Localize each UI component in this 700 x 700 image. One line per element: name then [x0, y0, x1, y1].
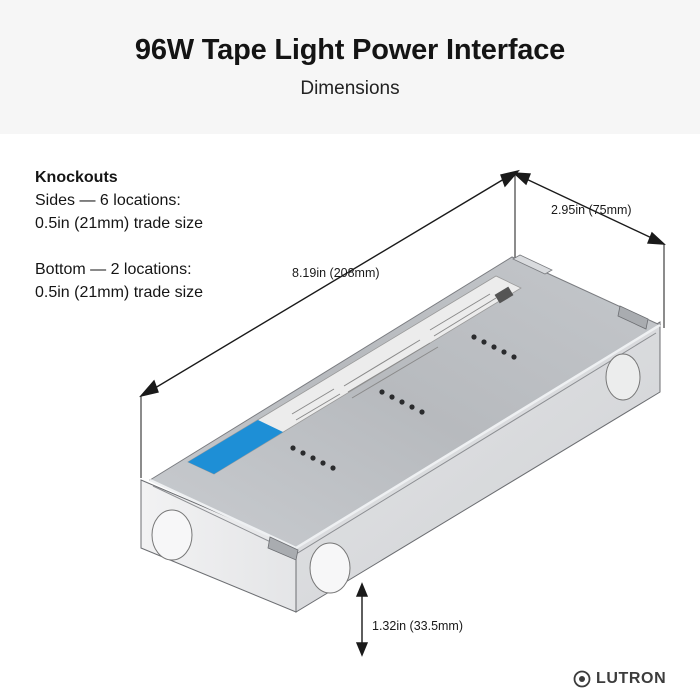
height-dimension-label: 1.32in (33.5mm)	[372, 619, 464, 633]
knockouts-sides-line1: Sides — 6 locations:	[35, 192, 181, 209]
length-dimension-label: 8.19in (208mm)	[292, 266, 380, 280]
length-dimension-line	[139, 169, 520, 478]
height-dimension-line	[355, 582, 369, 657]
width-dimension-line	[512, 172, 666, 328]
enclosure-body	[140, 254, 662, 613]
label-blue-band	[188, 420, 283, 474]
brand-name: LUTRON	[596, 670, 667, 687]
lutron-logo-icon	[573, 670, 591, 688]
knockout-front-left	[151, 509, 193, 561]
knockout-front-right	[309, 542, 351, 594]
product-label	[187, 275, 522, 475]
knockouts-bottom-line2: 0.5in (21mm) trade size	[35, 284, 204, 301]
knockouts-bottom-line1: Bottom — 2 locations:	[35, 261, 192, 278]
knockouts-sides-line2: 0.5in (21mm) trade size	[35, 215, 204, 232]
header-band: 96W Tape Light Power Interface Dimension…	[0, 0, 700, 134]
knockout-end	[605, 353, 641, 401]
page-title: 96W Tape Light Power Interface	[134, 34, 566, 66]
page-subtitle: Dimensions	[300, 78, 400, 99]
knockouts-notes: Knockouts Sides — 6 locations: 0.5in (21…	[35, 166, 203, 304]
dimension-lines	[139, 169, 666, 657]
vent-holes	[290, 334, 517, 471]
width-dimension-label: 2.95in (75mm)	[551, 203, 632, 217]
brand-logo: LUTRON	[573, 669, 666, 689]
knockouts-heading: Knockouts	[35, 169, 118, 186]
